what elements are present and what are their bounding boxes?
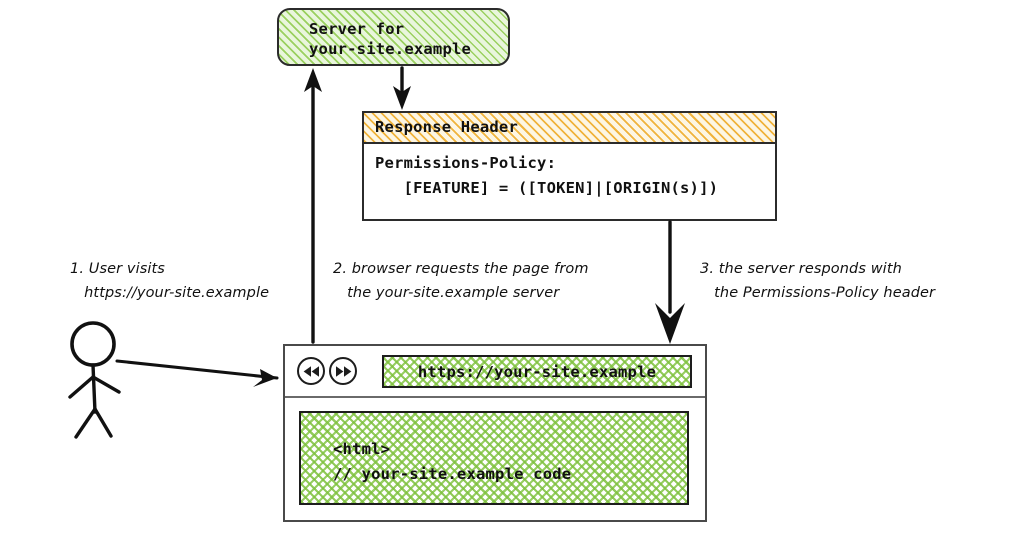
server-node: Server for your-site.example <box>277 8 510 66</box>
response-header-card: Response Header Permissions-Policy: [FEA… <box>362 111 777 221</box>
user-stick-figure <box>68 321 121 439</box>
browser-viewport: <html> // your-site.example code <box>285 398 705 520</box>
browser-window: https://your-site.example <html> // your… <box>283 344 707 522</box>
response-header-title-bar: Response Header <box>364 113 775 144</box>
url-input[interactable]: https://your-site.example <box>382 355 692 388</box>
response-header-title: Response Header <box>375 118 518 136</box>
server-label: Server for your-site.example <box>309 20 472 58</box>
annotation-step-2: 2. browser requests the page from the yo… <box>333 261 589 301</box>
response-header-body: Permissions-Policy: [FEATURE] = ([TOKEN]… <box>375 154 719 197</box>
page-code-text: <html> // your-site.example code <box>333 440 572 483</box>
arrow-server-to-response-header <box>393 66 411 110</box>
browser-toolbar: https://your-site.example <box>285 346 705 398</box>
arrow-user-to-browser <box>115 359 279 387</box>
fast-forward-icon[interactable] <box>329 357 357 385</box>
page-code-block: <html> // your-site.example code <box>299 411 689 505</box>
arrow-response-header-to-browser <box>655 220 685 344</box>
rewind-back-icon[interactable] <box>297 357 325 385</box>
annotation-step-1: 1. User visits https://your-site.example <box>70 261 270 301</box>
url-text: https://your-site.example <box>417 362 657 381</box>
annotation-step-3: 3. the server responds with the Permissi… <box>700 261 936 301</box>
arrow-browser-to-server <box>304 68 322 344</box>
